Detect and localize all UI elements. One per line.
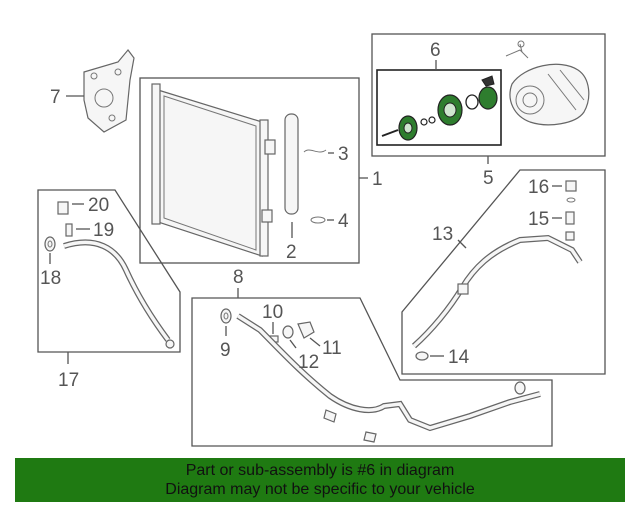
callout-5: 5 (483, 168, 494, 189)
callout-12: 12 (298, 352, 319, 373)
callout-14: 14 (448, 347, 470, 368)
part-3-clip (303, 149, 327, 153)
callout-8: 8 (233, 267, 244, 288)
callout-2: 2 (286, 242, 297, 263)
condenser-box (139, 77, 360, 264)
right-hose (412, 234, 583, 361)
part-1-condenser (151, 83, 276, 257)
part-18-19-20-fittings (44, 201, 73, 252)
hose-box-13 (401, 169, 606, 375)
callout-1: 1 (372, 169, 383, 190)
hose-box-8 (191, 297, 553, 447)
bottom-hose (236, 313, 541, 443)
callout-7: 7 (50, 87, 61, 108)
callout-19: 19 (93, 220, 114, 241)
callout-20: 20 (88, 195, 109, 216)
banner-line-2: Diagram may not be specific to your vehi… (165, 481, 475, 498)
banner-line-1: Part or sub-assembly is #6 in diagram (185, 462, 455, 479)
part-6-clutch-assembly[interactable] (381, 75, 498, 141)
part-info-banner: Part or sub-assembly is #6 in diagram Di… (15, 458, 625, 502)
leader-13 (457, 239, 467, 249)
callout-10: 10 (262, 302, 283, 323)
leader-11 (309, 337, 321, 347)
callout-18: 18 (40, 268, 61, 289)
left-hose (63, 239, 175, 349)
compressor-body (505, 40, 590, 126)
callout-6: 6 (430, 40, 441, 61)
part-15-16-fittings (565, 180, 577, 241)
clutch-box-6 (376, 69, 502, 146)
callout-13: 13 (432, 224, 453, 245)
callout-17: 17 (58, 370, 79, 391)
callout-15: 15 (528, 209, 549, 230)
hose-box-17 (37, 189, 181, 353)
callout-11: 11 (322, 338, 342, 359)
callout-16: 16 (528, 177, 549, 198)
part-7-bracket (83, 49, 135, 133)
part-4-oring (310, 216, 326, 224)
callout-4: 4 (338, 211, 349, 232)
callout-3: 3 (338, 144, 349, 165)
leader-12 (289, 339, 297, 349)
part-2-drier (284, 113, 299, 215)
part-9-10-11-12-fittings (220, 308, 315, 343)
callout-9: 9 (220, 340, 231, 361)
